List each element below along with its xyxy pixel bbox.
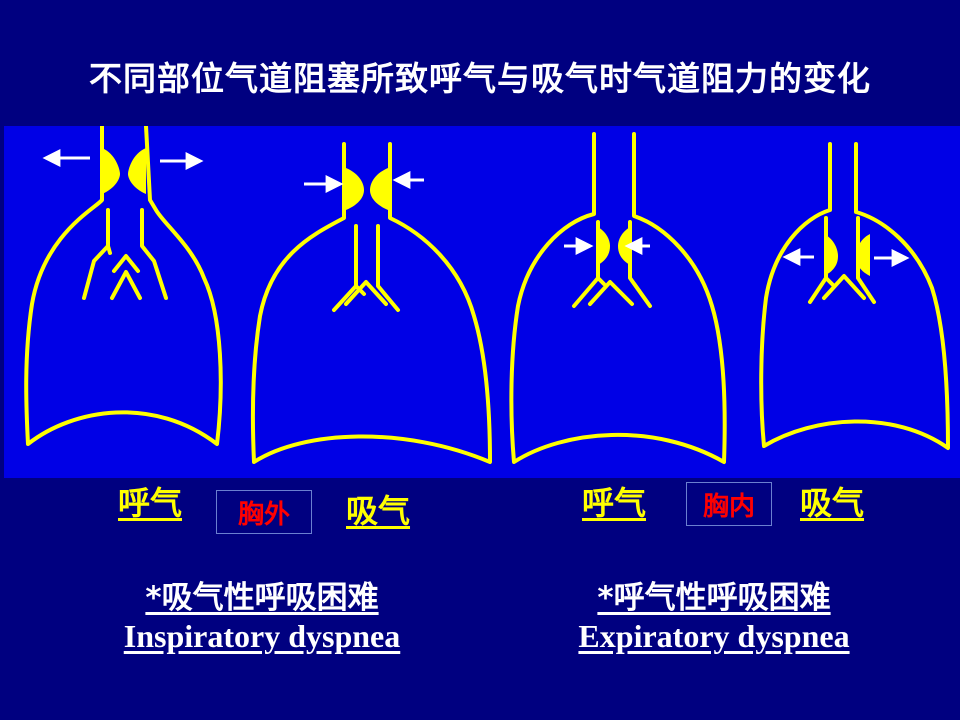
airway-compression-arrows-extrathoracic — [304, 171, 424, 193]
lung-extrathoracic-inspiration — [250, 142, 492, 464]
slide-title: 不同部位气道阻塞所致呼气与吸气时气道阻力的变化 — [89, 59, 871, 98]
label-extrathoracic-inspiration: 吸气 — [346, 492, 411, 530]
caption-expiratory-dyspnea-en: Expiratory dyspnea — [578, 618, 850, 654]
lung-intrathoracic-inspiration — [759, 142, 950, 450]
lung-diagrams — [24, 126, 950, 464]
label-intrathoracic-expiration: 呼气 — [582, 484, 647, 522]
label-extrathoracic: 胸外 — [216, 490, 312, 534]
lung-diagram-panel — [4, 126, 960, 478]
label-intrathoracic: 胸内 — [686, 482, 772, 526]
caption-expiratory-dyspnea-zh: *呼气性呼吸困难 — [597, 580, 831, 616]
lung-intrathoracic-expiration — [509, 132, 727, 464]
label-extrathoracic-expiration: 呼气 — [118, 484, 183, 522]
airway-dilation-arrows-extrathoracic — [42, 149, 204, 170]
caption-inspiratory-dyspnea-zh: *吸气性呼吸困难 — [145, 580, 379, 616]
caption-inspiratory-dyspnea-en: Inspiratory dyspnea — [123, 618, 401, 654]
lung-extrathoracic-expiration — [24, 126, 223, 446]
airway-dilation-arrows-intrathoracic — [782, 248, 910, 267]
label-intrathoracic-inspiration: 吸气 — [800, 484, 865, 522]
